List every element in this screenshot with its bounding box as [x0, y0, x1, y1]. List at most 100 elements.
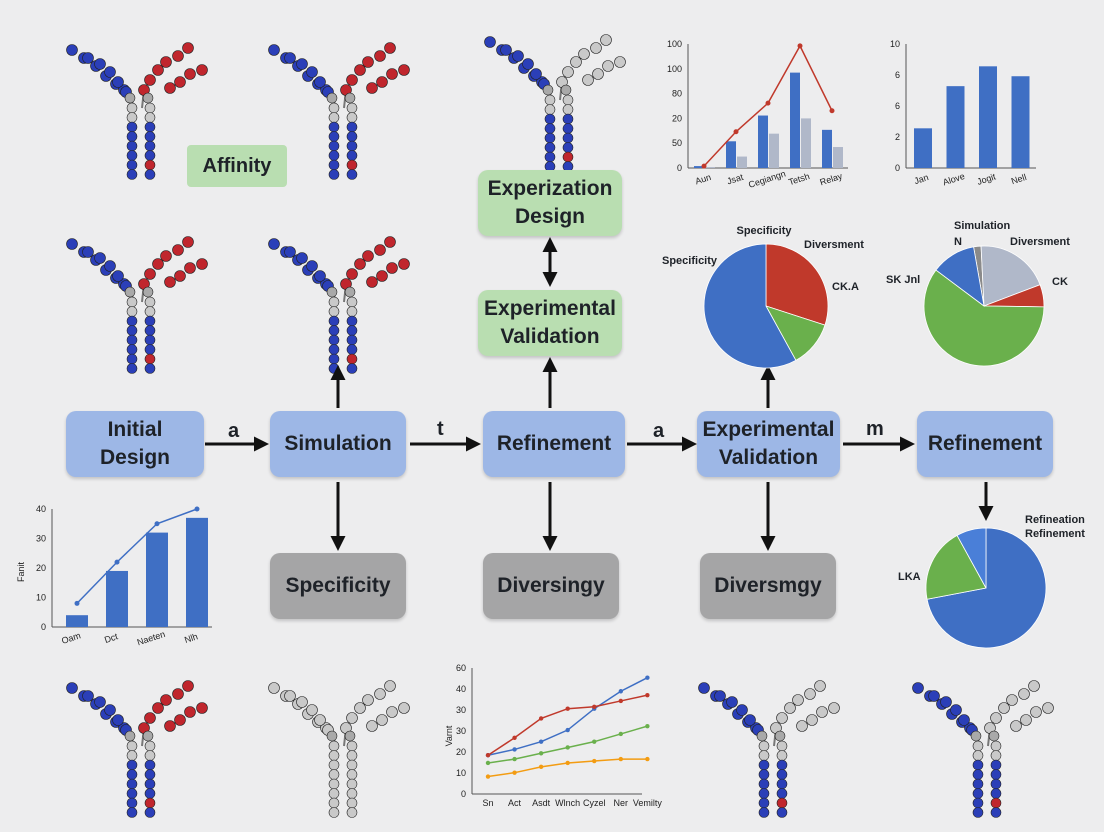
bead: [296, 696, 308, 708]
bead: [314, 76, 326, 88]
bead: [998, 702, 1010, 714]
bead: [776, 750, 788, 761]
bead: [112, 270, 124, 282]
x-tick-label: Oam: [60, 630, 82, 646]
bead: [776, 788, 788, 799]
pie-slice: [935, 246, 985, 307]
bead: [144, 102, 156, 114]
bar: [822, 129, 832, 168]
bead: [152, 702, 164, 714]
bead: [328, 131, 340, 142]
antibody-icon: [268, 680, 410, 818]
x-tick-label: Alove: [942, 171, 967, 187]
bead: [972, 750, 984, 761]
bead: [354, 258, 366, 270]
bead: [592, 68, 604, 80]
point: [618, 689, 624, 694]
bead: [172, 688, 184, 700]
bead: [792, 694, 804, 706]
bead: [144, 740, 156, 752]
bar: [66, 615, 88, 627]
point: [512, 747, 517, 752]
bar: [946, 86, 965, 168]
bead: [124, 286, 136, 298]
bead: [562, 142, 574, 153]
point: [592, 758, 597, 764]
bead: [560, 84, 572, 96]
x-tick-label: Vemilty: [633, 798, 663, 808]
bead: [774, 730, 786, 742]
bead: [268, 44, 280, 56]
bead: [776, 740, 788, 752]
pie-slice: [703, 243, 797, 369]
bead: [346, 788, 358, 799]
bead: [816, 706, 828, 718]
bead: [346, 334, 358, 346]
bead: [144, 363, 156, 374]
bead: [182, 236, 194, 248]
bead: [784, 702, 796, 714]
bead: [972, 807, 984, 818]
bead: [346, 102, 358, 114]
bead: [328, 750, 340, 761]
bead: [328, 306, 340, 317]
x-tick-label: Jogit: [976, 171, 998, 187]
bead: [544, 123, 556, 134]
antibody-group: [66, 236, 208, 374]
bead: [776, 769, 788, 780]
point: [538, 739, 544, 744]
bead: [126, 131, 138, 142]
point: [765, 100, 771, 106]
pie-slice: [923, 269, 1045, 367]
bead: [804, 688, 816, 700]
bead: [590, 42, 602, 54]
bead: [928, 690, 940, 702]
bead: [990, 807, 1002, 818]
bead: [512, 50, 524, 62]
bead: [306, 66, 318, 78]
bead: [544, 94, 556, 106]
bead: [990, 712, 1002, 724]
bead: [104, 260, 116, 272]
antibody-group: [484, 34, 626, 172]
bead: [366, 720, 378, 732]
bead: [398, 64, 410, 76]
bead: [144, 315, 156, 327]
bead: [328, 363, 340, 374]
point: [74, 600, 80, 606]
bead: [142, 92, 154, 104]
bead: [196, 64, 208, 76]
point: [733, 129, 739, 135]
y-tick-label: 40: [456, 684, 466, 694]
bead: [126, 102, 138, 114]
bead: [126, 315, 138, 327]
bead: [698, 682, 710, 694]
bead: [182, 680, 194, 692]
experimental-validation-top-box: Experimental Validation: [478, 290, 622, 356]
bead: [326, 286, 338, 298]
bead: [562, 123, 574, 134]
bead: [94, 58, 106, 70]
x-tick-label: Act: [508, 798, 522, 808]
x-tick-label: Cyzel: [583, 798, 606, 808]
bead: [328, 807, 340, 818]
bead: [328, 325, 340, 336]
bead: [326, 730, 338, 742]
bead: [776, 759, 788, 771]
bead: [328, 769, 340, 780]
bead: [346, 712, 358, 724]
bead: [328, 353, 340, 365]
edge-label-a: a: [653, 420, 665, 442]
x-tick-label: Nlh: [183, 631, 199, 645]
bead: [144, 788, 156, 799]
bead: [296, 252, 308, 264]
bead: [776, 712, 788, 724]
diversingy-box: Diversingy: [483, 553, 619, 619]
bar: [914, 128, 932, 168]
point: [512, 770, 517, 775]
bead: [124, 730, 136, 742]
bead: [328, 344, 340, 355]
